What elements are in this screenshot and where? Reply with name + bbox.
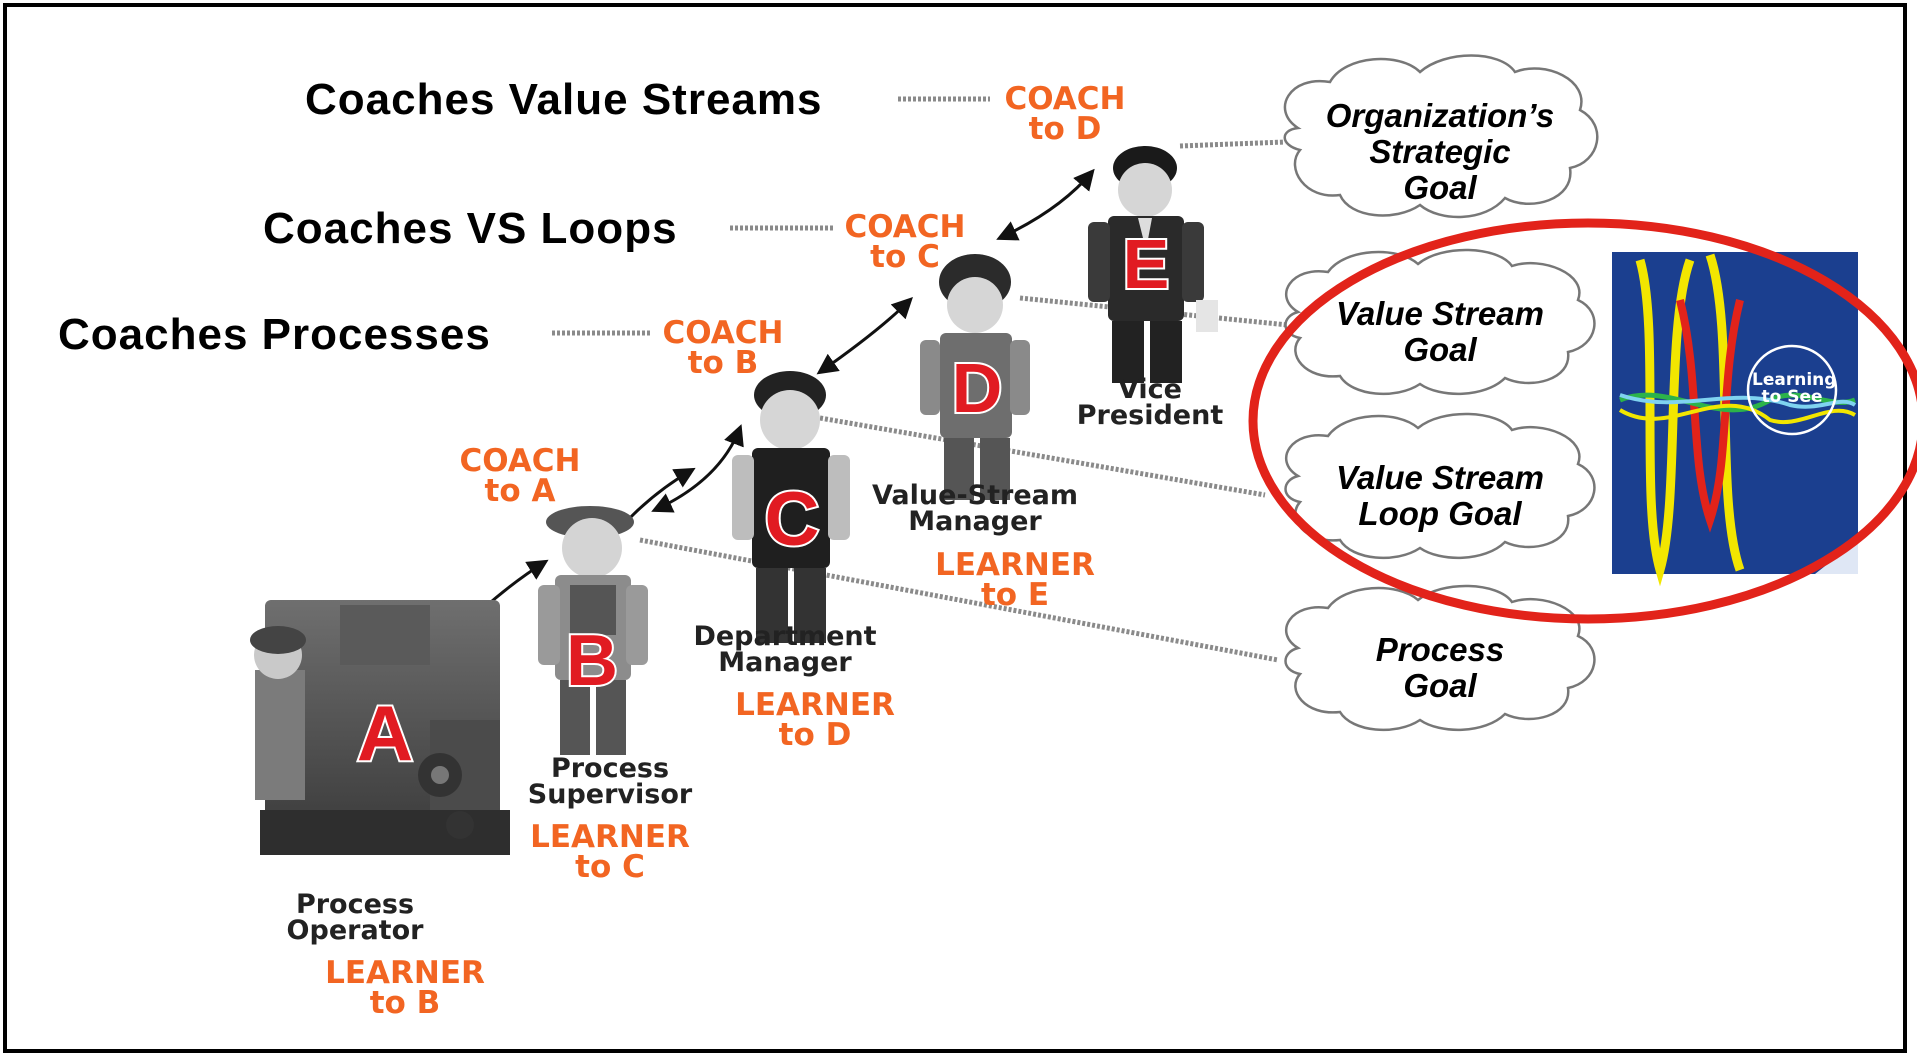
coach-to-d-label: COACH to D — [990, 81, 1140, 147]
goal-vs-line1: Value Stream — [1336, 295, 1544, 332]
level-text-value-streams: Coaches Value Streams — [305, 75, 823, 124]
learner-b-line1: LEARNER — [530, 819, 690, 855]
goal-loop-line1: Value Stream — [1336, 459, 1544, 496]
arrow-d-e-upper — [996, 168, 1095, 241]
level-connectors — [552, 96, 990, 336]
figure-d-letter: D — [952, 349, 1003, 427]
learner-d-label: LEARNER to E — [930, 547, 1100, 613]
learner-d-line2: to E — [980, 577, 1050, 613]
coach-to-b-line2: to B — [687, 345, 759, 381]
role-a-line2: Operator — [286, 915, 424, 946]
role-c-line1: Department — [693, 621, 877, 652]
role-a-line1: Process — [295, 889, 415, 920]
role-e-line1: Vice — [1118, 374, 1182, 405]
cloud-strategic-goal — [1283, 54, 1599, 219]
goal-vs-line2: Goal — [1403, 331, 1477, 368]
role-b-label: Process Supervisor — [525, 753, 695, 810]
goal-strategic-line2: Strategic — [1369, 133, 1511, 170]
connector-b-process-goal — [639, 537, 1279, 663]
goal-loop-text: Value Stream Loop Goal — [1300, 460, 1580, 532]
role-b-line2: Supervisor — [527, 779, 693, 810]
learner-c-label: LEARNER to D — [730, 687, 900, 753]
learner-d-line1: LEARNER — [935, 547, 1095, 583]
level-text-vs-loops: Coaches VS Loops — [263, 204, 678, 253]
coach-to-d-line2: to D — [1028, 111, 1102, 147]
figure-d-illustration: D — [920, 254, 1030, 500]
goal-process-text: Process Goal — [1300, 632, 1580, 704]
role-b-line1: Process — [550, 753, 670, 784]
learner-b-label: LEARNER to C — [525, 819, 695, 885]
diagram-border — [3, 3, 1907, 1053]
book-title-line1: Learning — [1752, 370, 1837, 390]
goal-strategic-line1: Organization’s — [1325, 97, 1555, 134]
connector-c-loop-goal — [819, 415, 1266, 498]
cloud-value-stream-goal — [1284, 248, 1596, 396]
book-cover — [1612, 252, 1858, 587]
figure-e-illustration: E — [1088, 146, 1218, 383]
highlight-circle — [1248, 218, 1917, 624]
role-d-line1: Value-Stream — [872, 480, 1078, 511]
book-title-line2: to See — [1761, 387, 1823, 407]
role-e-line2: President — [1076, 400, 1224, 431]
role-a-label: Process Operator — [270, 889, 440, 946]
goal-connectors — [639, 139, 1289, 663]
coach-to-a-line1: COACH — [459, 443, 581, 479]
figure-a-illustration: A — [250, 600, 510, 855]
goal-value-stream-text: Value Stream Goal — [1300, 296, 1580, 368]
coach-to-a-label: COACH to A — [445, 443, 595, 509]
figure-b-letter: B — [566, 621, 618, 701]
learner-c-line1: LEARNER — [735, 687, 895, 723]
cloud-process-goal — [1284, 584, 1596, 732]
learner-a-line1: LEARNER — [325, 955, 485, 991]
learner-a-line2: to B — [369, 985, 441, 1021]
goal-process-line1: Process — [1375, 631, 1505, 668]
role-d-line2: Manager — [908, 506, 1042, 537]
role-e-label: Vice President — [1065, 374, 1235, 431]
connector-e-strategic — [1179, 139, 1286, 149]
coach-to-c-line1: COACH — [844, 209, 966, 245]
coach-to-b-line1: COACH — [662, 315, 784, 351]
learner-a-label: LEARNER to B — [320, 955, 490, 1021]
goal-strategic-text: Organization’s Strategic Goal — [1300, 98, 1580, 206]
figure-c-letter: C — [765, 477, 820, 562]
coach-to-a-line2: to A — [484, 473, 556, 509]
coach-to-c-line2: to C — [870, 239, 940, 275]
level-text-processes: Coaches Processes — [58, 310, 491, 359]
arrow-b-c-upper — [651, 424, 744, 513]
goal-process-line2: Goal — [1403, 667, 1477, 704]
arrow-c-d — [816, 297, 913, 375]
role-c-label: Department Manager — [690, 621, 880, 678]
learner-c-line2: to D — [778, 717, 852, 753]
figure-c-illustration: C — [732, 371, 850, 643]
goal-clouds — [1283, 54, 1599, 732]
goal-strategic-line3: Goal — [1403, 169, 1477, 206]
learner-b-line2: to C — [575, 849, 645, 885]
coach-to-b-label: COACH to B — [648, 315, 798, 381]
role-d-label: Value-Stream Manager — [870, 480, 1080, 537]
cloud-loop-goal — [1284, 412, 1596, 560]
coach-to-c-label: COACH to C — [830, 209, 980, 275]
figure-e-letter: E — [1123, 225, 1170, 303]
book-title: Learning to See — [1752, 370, 1837, 407]
figure-b-illustration: B — [538, 506, 648, 755]
coach-to-d-line1: COACH — [1004, 81, 1126, 117]
goal-loop-line2: Loop Goal — [1358, 495, 1522, 532]
figure-a-letter: A — [357, 689, 413, 777]
role-c-line2: Manager — [718, 647, 852, 678]
